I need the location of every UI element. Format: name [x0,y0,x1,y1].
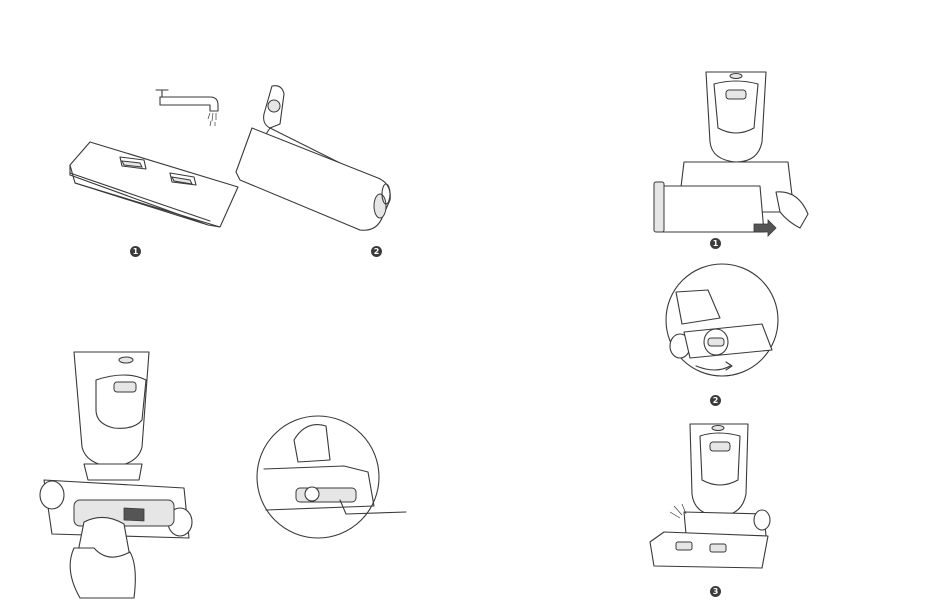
step-badge-reinsert: 3 [710,586,721,597]
faucet-icon [156,90,218,126]
wipe-brush-illustration [34,352,214,602]
step-badge-remove-tray: 1 [710,238,721,249]
roller-end-detail [256,414,416,544]
remove-tray-illustration [648,72,818,237]
step-badge-twist: 2 [710,395,721,406]
twist-knob-detail [660,262,785,382]
tray-rinse-illustration [60,85,240,235]
step-badge-soak: 1 [130,246,141,257]
reinsert-tray-illustration [644,424,794,579]
roller-illustration [232,84,402,234]
step-badge-roller: 2 [371,246,382,257]
